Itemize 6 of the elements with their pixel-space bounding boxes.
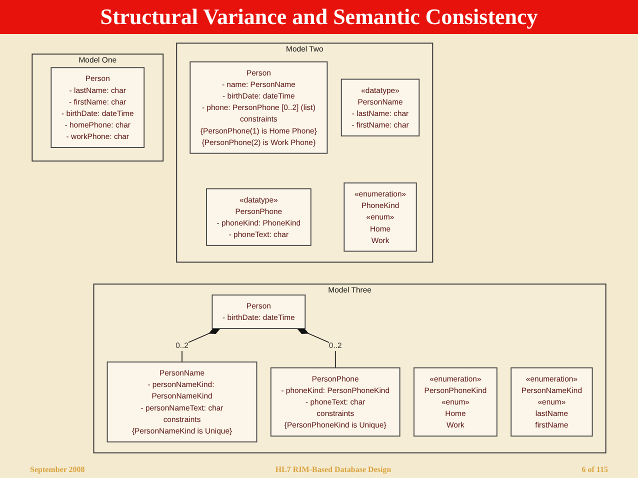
slide-title: Structural Variance and Semantic Consistency <box>0 0 638 34</box>
footer-text: HL7 RIM-Based Database Design <box>275 464 392 474</box>
connector <box>296 328 336 368</box>
footer-text: 6 of 115 <box>582 464 608 474</box>
footer-text: September 2008 <box>30 464 85 474</box>
connector <box>182 328 221 362</box>
